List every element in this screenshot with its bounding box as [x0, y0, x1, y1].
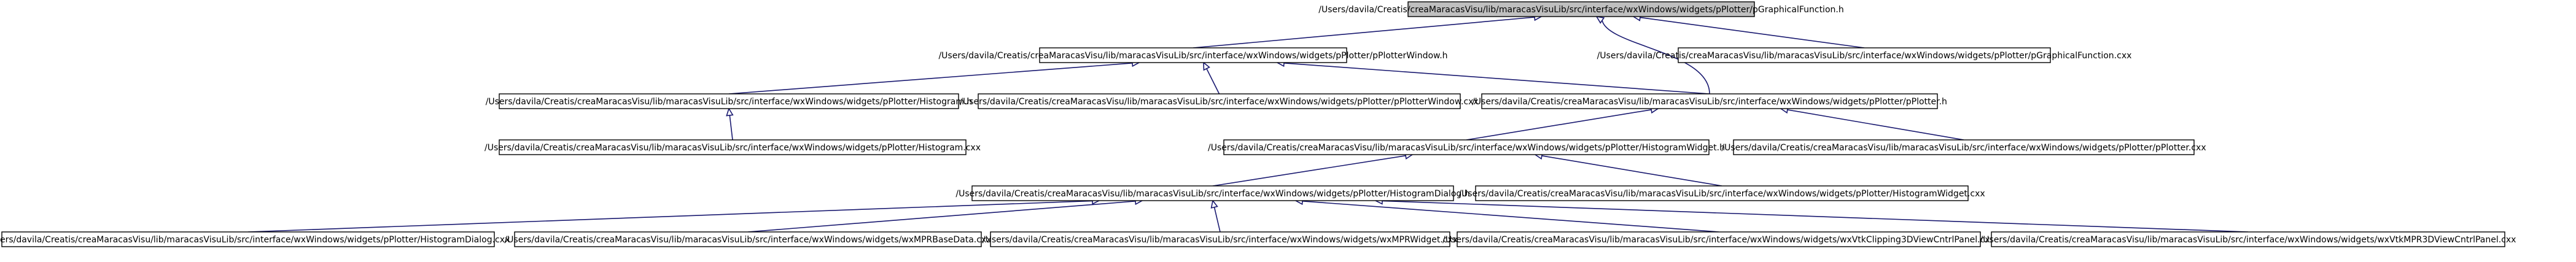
edge-wxVtkClipping3DViewCntrlPanel_cxx-to-HistogramDialog_h [1294, 197, 1719, 233]
file-node-box [1457, 231, 1981, 247]
file-node-box [1481, 93, 1938, 109]
file-node-pgraphicalfunction-cxx[interactable]: /Users/davila/Creatis/creaMaracasVisu/li… [1597, 47, 2132, 63]
node-layer: /Users/davila/Creatis/creaMaracasVisu/li… [0, 1, 2516, 247]
file-node-box [1, 231, 495, 247]
file-node-label: /Users/davila/Creatis/creaMaracasVisu/li… [504, 235, 991, 245]
file-node-label: /Users/davila/Creatis/creaMaracasVisu/li… [983, 235, 1458, 245]
file-node-box [1407, 1, 1755, 17]
file-node-wxmprwidget-cxx[interactable]: /Users/davila/Creatis/creaMaracasVisu/li… [983, 231, 1458, 247]
file-node-box [499, 139, 967, 155]
edge-HistogramWidget_cxx-to-HistogramWidget_h [1534, 152, 1722, 187]
file-node-label: /Users/davila/Creatis/creaMaracasVisu/li… [1208, 143, 1725, 153]
file-node-wxvtkclipping3dviewcntrlpanel-cxx[interactable]: /Users/davila/Creatis/creaMaracasVisu/li… [1442, 231, 1995, 247]
edge-wxVtkMPR3DViewCntrlPanel_cxx-to-HistogramDialog_h [1374, 197, 2249, 233]
edge-line [1601, 20, 1710, 94]
file-node-box [1678, 47, 2051, 63]
edge-pPlotter_cxx-to-pPlotter_h [1780, 106, 1964, 141]
edge-pPlotter_h-to-pPlotterWindow_h [1276, 59, 1710, 94]
edge-wxMPRWidget_cxx-to-HistogramDialog_h [1210, 199, 1221, 233]
file-node-box [1223, 139, 1710, 155]
edge-HistogramWidget_h-to-pPlotter_h [1466, 106, 1659, 141]
edge-pPlotterWindow_cxx-to-pPlotterWindow_h [1203, 61, 1220, 94]
edge-wxMPRBaseData_cxx-to-HistogramDialog_h [747, 197, 1143, 233]
file-node-label: /Users/davila/Creatis/creaMaracasVisu/li… [484, 143, 981, 153]
edge-line [1382, 200, 2249, 233]
edge-line [747, 201, 1136, 233]
edge-HistogramDialog_cxx-to-HistogramDialog_h [247, 197, 1100, 233]
file-node-label: /Users/davila/Creatis/creaMaracasVisu/li… [1597, 51, 2132, 61]
edge-line [728, 63, 1133, 94]
edge-line [729, 115, 733, 141]
file-node-pplotter-h[interactable]: /Users/davila/Creatis/creaMaracasVisu/li… [1472, 93, 1947, 109]
edge-line [1787, 109, 1964, 141]
file-node-label: /Users/davila/Creatis/creaMaracasVisu/li… [960, 97, 1478, 107]
file-node-pplotterwindow-h[interactable]: /Users/davila/Creatis/creaMaracasVisu/li… [938, 47, 1448, 63]
file-node-label: /Users/davila/Creatis/creaMaracasVisu/li… [1442, 235, 1995, 245]
file-node-label: /Users/davila/Creatis/creaMaracasVisu/li… [1472, 97, 1947, 107]
file-node-box [990, 231, 1450, 247]
edge-arrowhead [1210, 199, 1218, 209]
edge-Histogram_cxx-to-Histogram_h [726, 107, 734, 141]
file-node-label: /Users/davila/Creatis/creaMaracasVisu/li… [938, 51, 1447, 61]
edge-pPlotterWindow_h-to-pGraphicalFunction_h [1193, 13, 1543, 48]
edge-HistogramDialog_h-to-HistogramWidget_h [1212, 152, 1414, 187]
file-node-label: /Users/davila/Creatis/creaMaracasVisu/li… [486, 97, 973, 107]
file-node-pplotter-cxx[interactable]: /Users/davila/Creatis/creaMaracasVisu/li… [1721, 139, 2206, 155]
file-node-label: /Users/davila/Creatis/creaMaracasVisu/li… [0, 235, 510, 245]
file-node-box [1733, 139, 2195, 155]
edge-line [247, 200, 1093, 233]
edge-line [1541, 155, 1722, 187]
file-node-histogramdialog-cxx[interactable]: /Users/davila/Creatis/creaMaracasVisu/li… [0, 231, 510, 247]
edge-arrowhead [1203, 61, 1210, 71]
edge-line [1283, 62, 1710, 94]
edge-pPlotter_h-to-pGraphicalFunction_h [1595, 15, 1710, 94]
edge-arrowhead [726, 107, 734, 117]
edge-pGraphicalFunction_cxx-to-pGraphicalFunction_h [1632, 13, 1865, 48]
edge-line [1193, 17, 1535, 48]
file-node-label: /Users/davila/Creatis/creaMaracasVisu/li… [1980, 235, 2516, 245]
file-node-box [1039, 47, 1347, 63]
file-node-pplotterwindow-cxx[interactable]: /Users/davila/Creatis/creaMaracasVisu/li… [960, 93, 1479, 109]
file-node-box [1475, 185, 1969, 201]
file-node-histogram-h[interactable]: /Users/davila/Creatis/creaMaracasVisu/li… [486, 93, 973, 109]
edge-line [1213, 207, 1221, 233]
edge-line [1466, 109, 1652, 141]
edge-line [1206, 68, 1220, 94]
file-node-label: /Users/davila/Creatis/creaMaracasVisu/li… [1318, 5, 1843, 15]
file-node-histogramwidget-h[interactable]: /Users/davila/Creatis/creaMaracasVisu/li… [1208, 139, 1725, 155]
file-node-label: /Users/davila/Creatis/creaMaracasVisu/li… [1458, 189, 1985, 199]
file-node-wxvtkmpr3dviewcntrlpanel-cxx[interactable]: /Users/davila/Creatis/creaMaracasVisu/li… [1980, 231, 2516, 247]
file-node-histogram-cxx[interactable]: /Users/davila/Creatis/creaMaracasVisu/li… [484, 139, 981, 155]
file-node-box [1991, 231, 2505, 247]
edge-arrowhead [1595, 15, 1605, 24]
file-node-box [978, 93, 1461, 109]
file-node-label: /Users/davila/Creatis/creaMaracasVisu/li… [955, 189, 1469, 199]
file-node-histogramdialog-h[interactable]: /Users/davila/Creatis/creaMaracasVisu/li… [955, 185, 1470, 201]
edge-line [1640, 17, 1865, 48]
file-node-box [971, 185, 1454, 201]
edge-Histogram_h-to-pPlotterWindow_h [728, 59, 1140, 94]
edge-line [1302, 201, 1719, 233]
file-node-wxmprbasedata-cxx[interactable]: /Users/davila/Creatis/creaMaracasVisu/li… [504, 231, 992, 247]
file-node-histogramwidget-cxx[interactable]: /Users/davila/Creatis/creaMaracasVisu/li… [1458, 185, 1985, 201]
file-node-box [514, 231, 982, 247]
file-node-pgraphicalfunction-h: /Users/davila/Creatis/creaMaracasVisu/li… [1318, 1, 1844, 17]
edge-line [1212, 155, 1406, 187]
file-node-box [499, 93, 959, 109]
file-node-label: /Users/davila/Creatis/creaMaracasVisu/li… [1721, 143, 2206, 153]
